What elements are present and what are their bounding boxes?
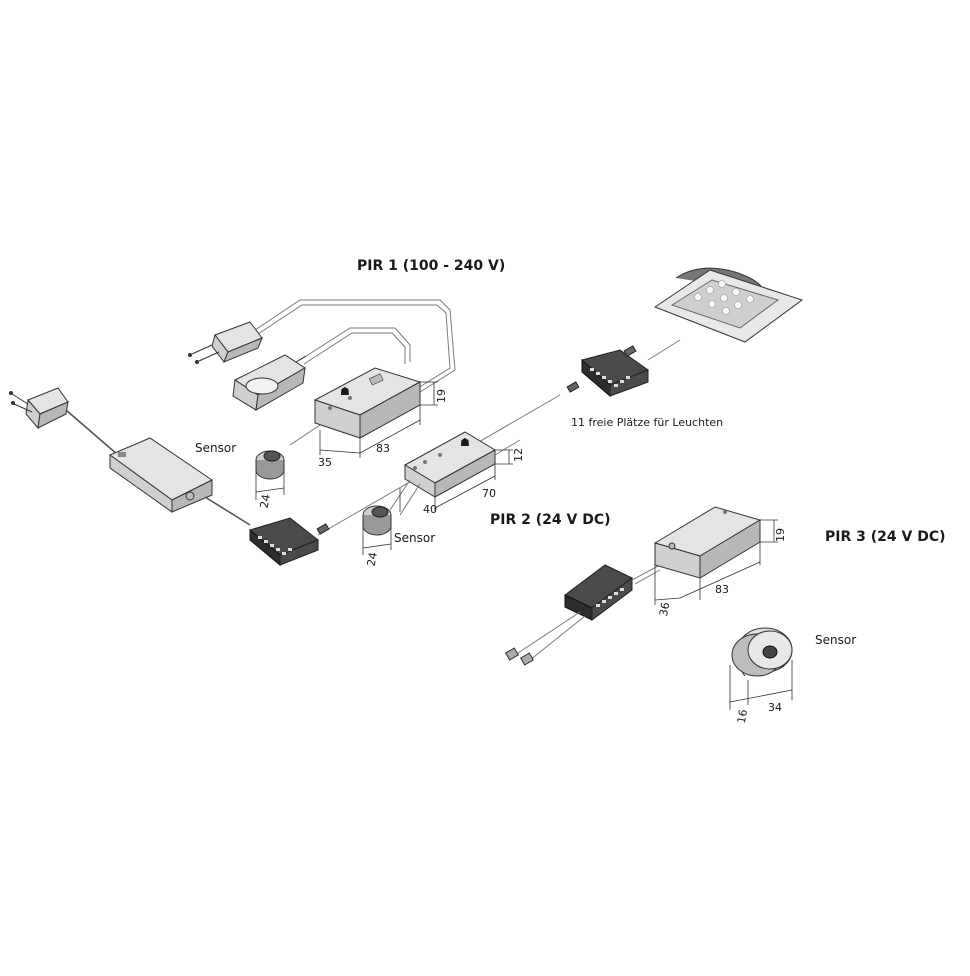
pir1-length-dim: 83 <box>376 442 390 455</box>
upper-distributor <box>566 339 681 398</box>
pir2-length-dim: 70 <box>482 487 496 500</box>
pir1-euro-plug <box>188 299 456 393</box>
pir2-cable-dim: 40 <box>423 503 437 516</box>
led-panel <box>653 267 804 343</box>
pir3-sensor <box>729 627 793 710</box>
pir3-sensor-label: Sensor <box>815 633 856 647</box>
pir3-control-box <box>653 506 778 605</box>
pir3-sensor-depth-dim: 16 <box>735 708 750 724</box>
pir1-sensor-dim: 24 <box>258 493 273 509</box>
pir1-title: PIR 1 (100 - 240 V) <box>357 258 505 274</box>
pir2-sensor <box>362 505 392 555</box>
pir1-socket <box>232 327 411 411</box>
pir2-sensor-label: Sensor <box>394 531 435 545</box>
pir1-control-box: ☗ <box>289 367 438 458</box>
pir3-height-dim: 19 <box>774 528 787 542</box>
pir2-control-box: ☗ <box>389 431 521 516</box>
pir3-title: PIR 3 (24 V DC) <box>825 529 946 545</box>
svg-text:☗: ☗ <box>460 436 470 449</box>
pir2-title: PIR 2 (24 V DC) <box>490 512 611 528</box>
pir3-sensor-diameter-dim: 34 <box>768 701 782 714</box>
pir1-height-dim: 19 <box>435 389 448 403</box>
pir3-cable-dim: 36 <box>657 601 672 617</box>
left-transformer <box>108 437 251 526</box>
pir2-height-dim: 12 <box>512 448 525 462</box>
svg-text:☗: ☗ <box>340 385 350 398</box>
pir2-sensor-dim: 24 <box>365 551 380 567</box>
pir1-cable-dim: 35 <box>318 456 332 469</box>
pir3-length-dim: 83 <box>715 583 729 596</box>
freie-plaetze-label: 11 freie Plätze für Leuchten <box>571 416 723 429</box>
pir3-distributor <box>504 564 661 666</box>
left-sensor-label: Sensor <box>195 441 236 455</box>
pir1-sensor <box>255 450 285 500</box>
left-mains-plug <box>9 387 119 456</box>
